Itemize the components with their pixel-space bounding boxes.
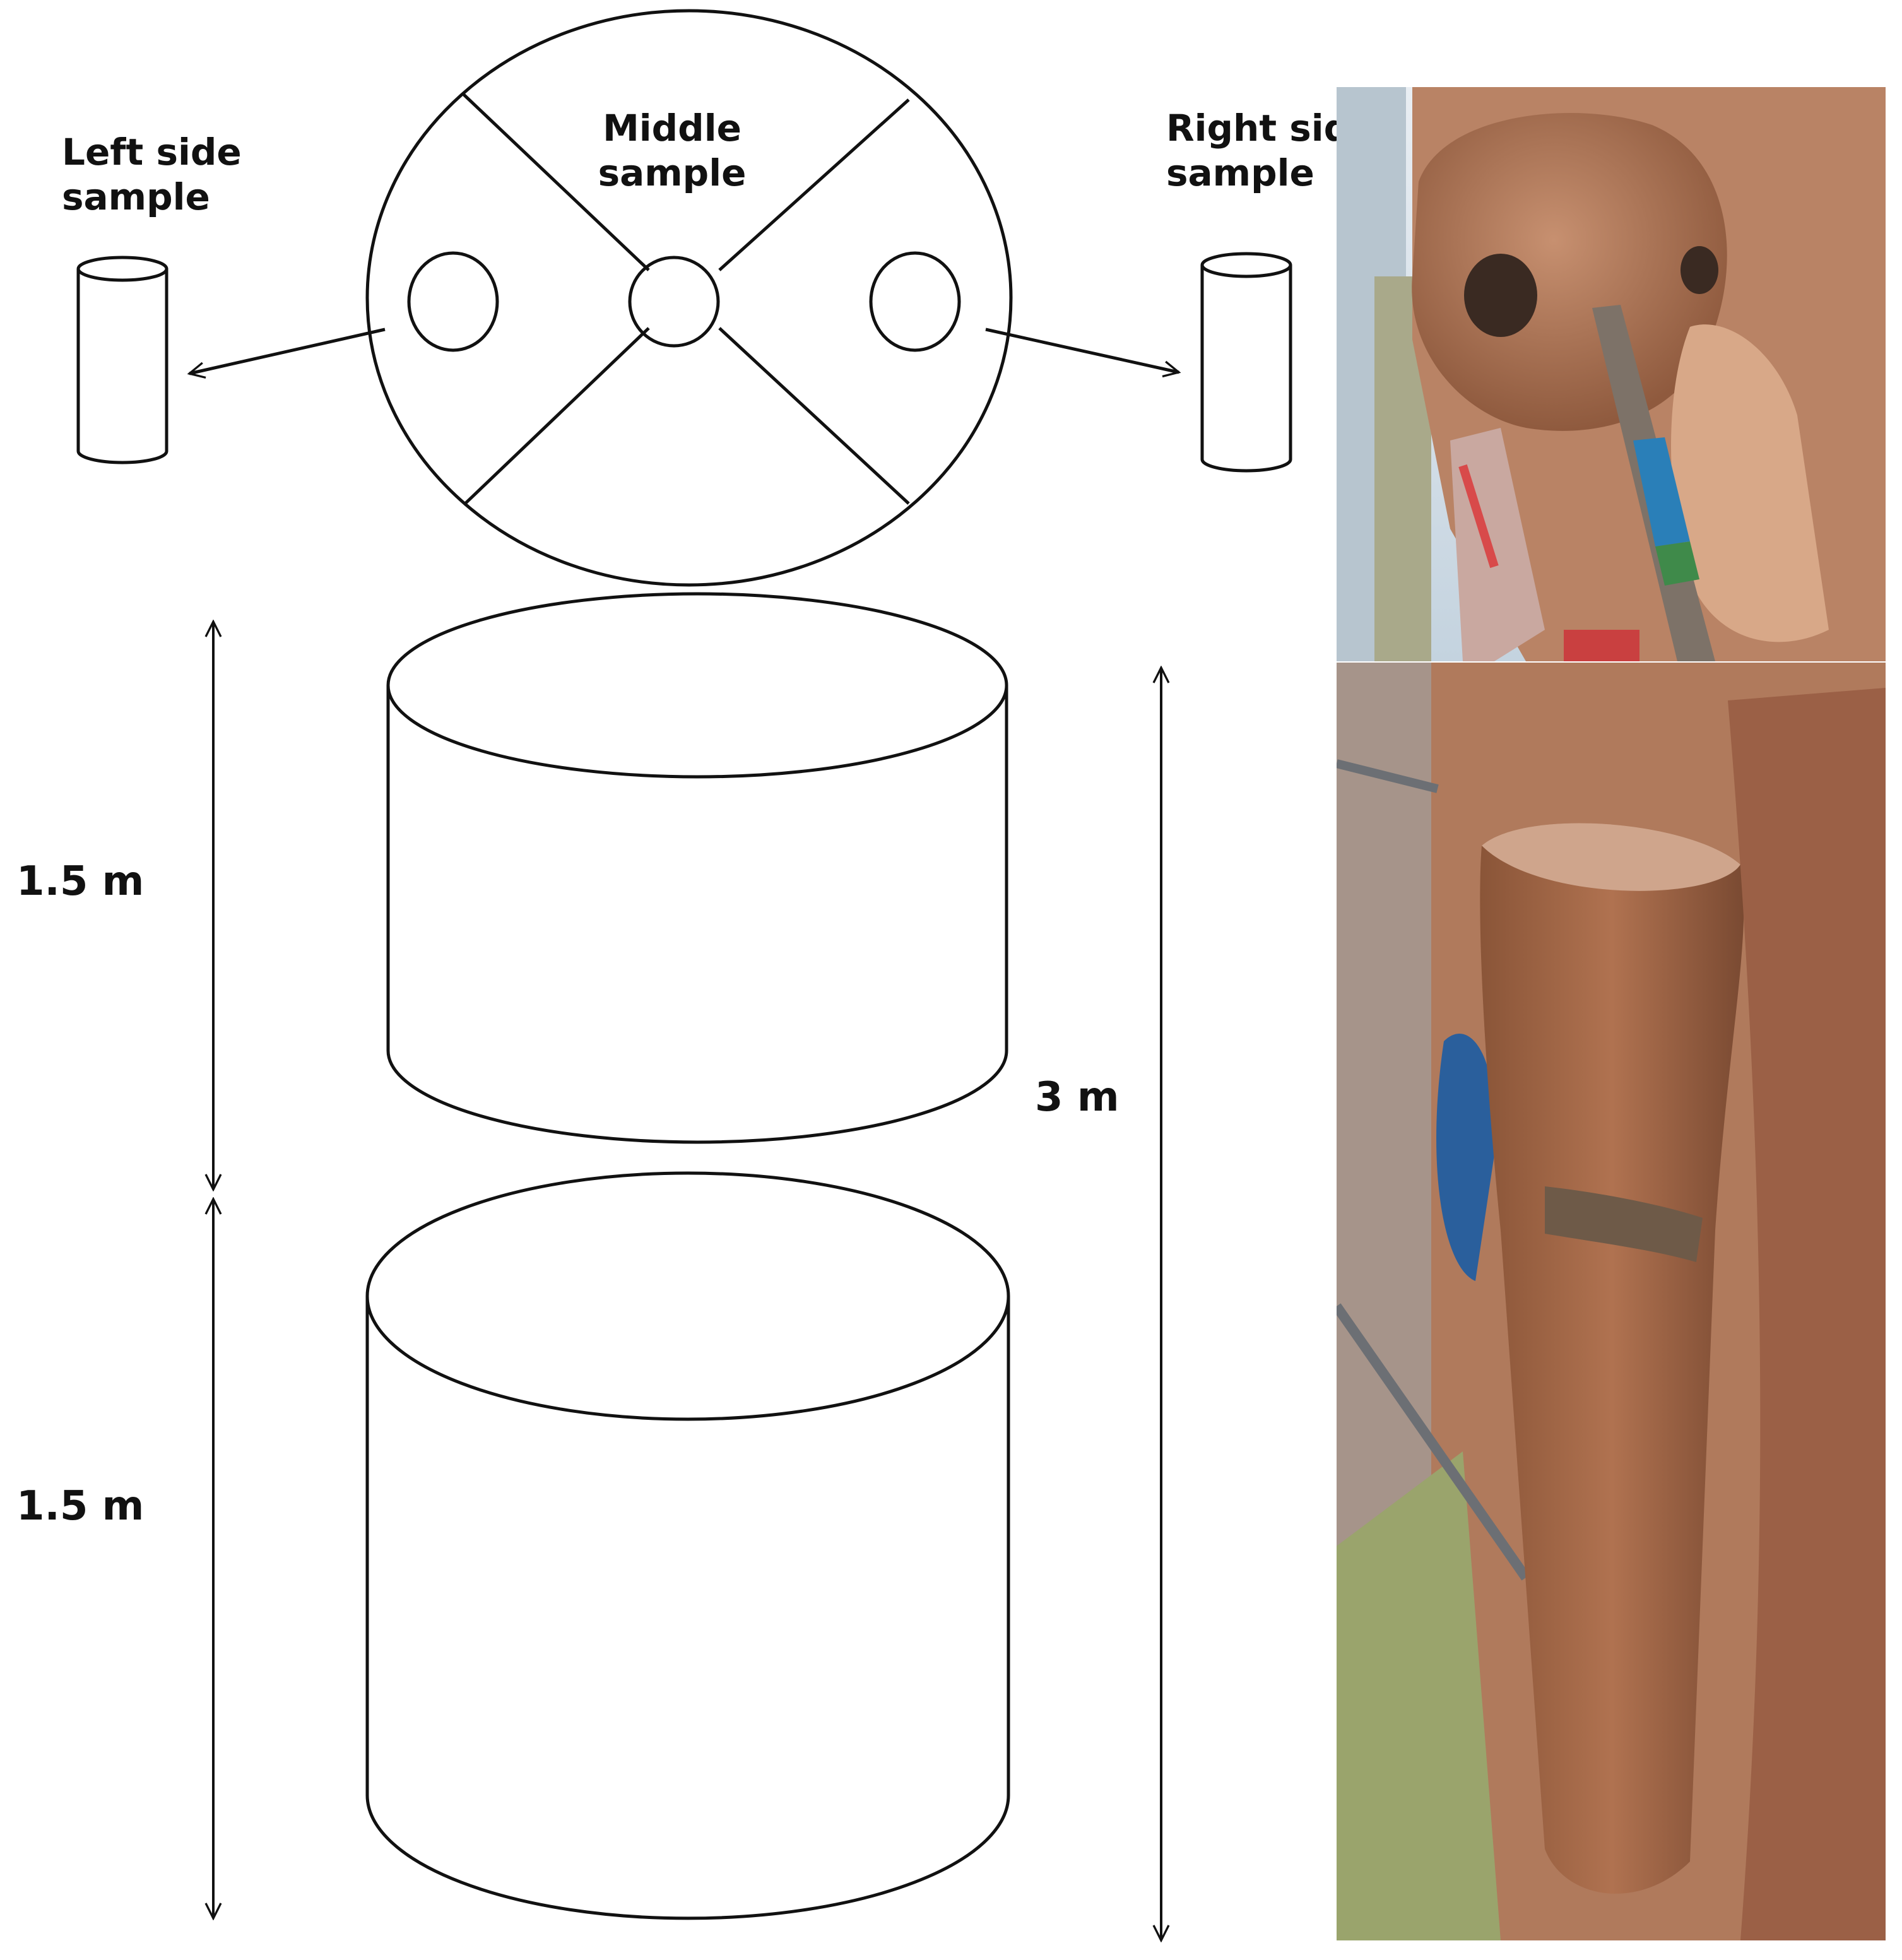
- disc-outline: [365, 9, 1013, 587]
- upper-core-segment: [386, 592, 1008, 1144]
- lower-segment-height-label: 1.5 m: [16, 1483, 145, 1530]
- extracted-core-photo: [1337, 663, 1886, 1940]
- left-sample-cylinder: [76, 256, 168, 464]
- right-sample-hole: [869, 251, 961, 352]
- disc-divider-ne: [718, 98, 910, 271]
- upper-segment-height-label: 1.5 m: [16, 858, 145, 905]
- lower-core-segment: [365, 1171, 1010, 1920]
- left-side-sample-label: Left side sample: [62, 131, 242, 218]
- left-extract-arrow: [189, 328, 386, 374]
- cross-section-disc: [365, 9, 1013, 587]
- core-sampling-diagram: [76, 9, 1292, 1960]
- drilling-photo: [1337, 87, 1886, 661]
- total-height-label: 3 m: [1035, 1074, 1119, 1121]
- bore-hole-left: [1464, 254, 1537, 337]
- bore-hole-right: [1680, 246, 1718, 294]
- disc-divider-se: [718, 327, 910, 505]
- middle-sample-hole: [628, 256, 720, 348]
- soil-core: [1480, 823, 1744, 1894]
- disc-divider-nw: [463, 93, 650, 271]
- drill-rod: [1592, 305, 1715, 661]
- middle-sample-label: Middle sample: [598, 107, 747, 194]
- left-sample-hole: [407, 251, 499, 352]
- right-sample-cylinder: [1200, 252, 1292, 473]
- disc-divider-sw: [463, 327, 650, 506]
- right-extract-arrow: [985, 328, 1179, 372]
